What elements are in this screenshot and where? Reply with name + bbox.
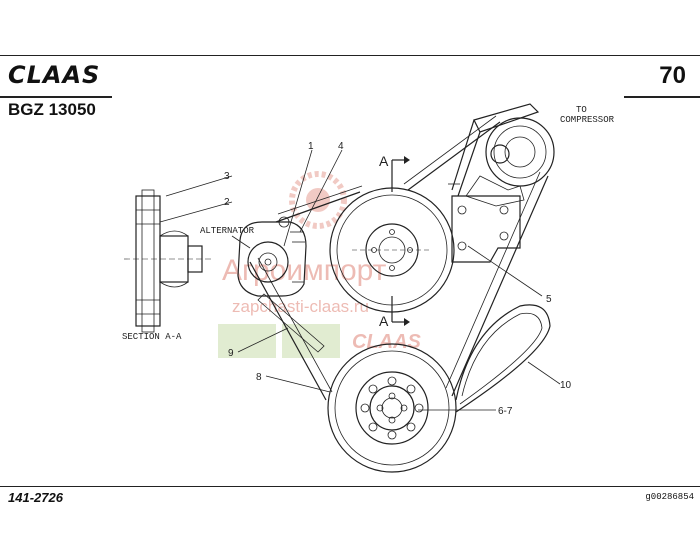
claas-logo: CLAAS: [8, 61, 120, 93]
compressor-label-line1: TO: [576, 105, 587, 115]
section-a-a-view: SECTION A-A: [122, 189, 212, 342]
callout-10: 10: [560, 380, 572, 391]
section-marker-label: A: [379, 313, 389, 329]
callout-8: 8: [256, 372, 262, 383]
image-reference: g00286854: [645, 492, 694, 502]
footer-rule: [0, 486, 700, 487]
main-belt: [249, 115, 549, 401]
callout-4: 4: [338, 141, 344, 152]
callout-leaders: [159, 149, 561, 411]
page-number-rule: [624, 96, 700, 98]
callout-6-7: 6-7: [498, 406, 513, 417]
svg-text:CLAAS: CLAAS: [8, 62, 100, 88]
model-rule: [0, 96, 112, 98]
callout-5: 5: [546, 294, 552, 305]
section-marker-label: A: [379, 153, 389, 169]
document-number: 141-2726: [8, 490, 63, 505]
callout-2: 2: [224, 197, 230, 208]
page-number: 70: [659, 62, 686, 89]
section-label: SECTION A-A: [122, 332, 182, 342]
alternator: ALTERNATOR: [200, 216, 307, 297]
header-rule: [0, 55, 700, 56]
watermark-brand: CLAAS: [352, 331, 422, 353]
fan-pulley: [329, 187, 455, 313]
section-marker-top: A: [379, 153, 410, 192]
mounting-bracket: [448, 183, 521, 263]
watermark-green-block: [282, 324, 340, 358]
compressor-label-line2: COMPRESSOR: [560, 115, 615, 125]
compressor-belt: [455, 304, 551, 413]
crankshaft-pulley: [327, 343, 457, 473]
watermark-gear-icon: [289, 171, 347, 229]
compressor: TO COMPRESSOR: [451, 103, 615, 207]
model-name: BGZ 13050: [8, 100, 96, 119]
watermark-green-block: [218, 324, 276, 358]
watermark-url: zapchasti-claas.ru: [232, 297, 369, 316]
adjusting-strap: [257, 293, 325, 353]
callout-numbers: 1 2 3 4 5 6-7 8 9 10: [224, 141, 572, 417]
callout-9: 9: [228, 348, 234, 359]
alternator-label: ALTERNATOR: [200, 226, 255, 236]
section-marker-bottom: A: [379, 296, 410, 329]
callout-1: 1: [308, 141, 314, 152]
callout-3: 3: [224, 171, 230, 182]
